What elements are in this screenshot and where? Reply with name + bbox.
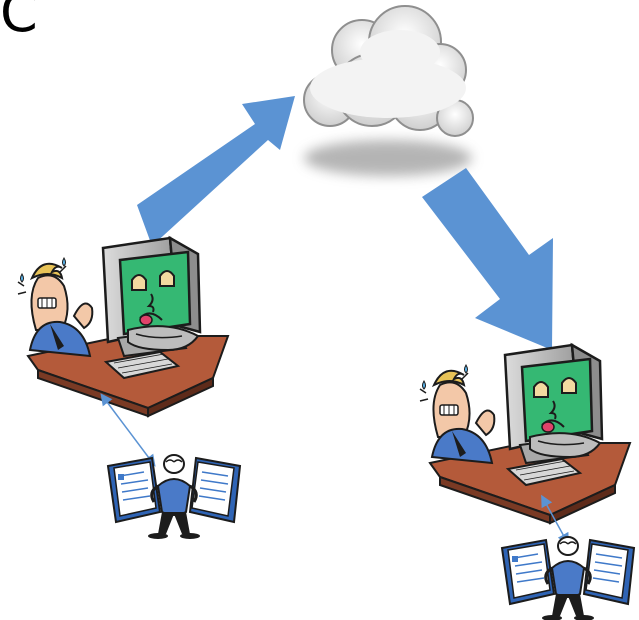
connector-line-left	[100, 393, 156, 467]
upload-arrow-icon	[137, 96, 295, 246]
computer-user-right	[418, 343, 632, 525]
panel-label: C	[0, 0, 38, 44]
download-arrow-icon	[422, 168, 553, 350]
document-courier-left	[106, 453, 242, 541]
connector-line-right	[541, 494, 569, 546]
computer-user-left	[16, 236, 230, 418]
cloud-icon	[303, 5, 474, 176]
document-courier-right	[500, 535, 636, 620]
